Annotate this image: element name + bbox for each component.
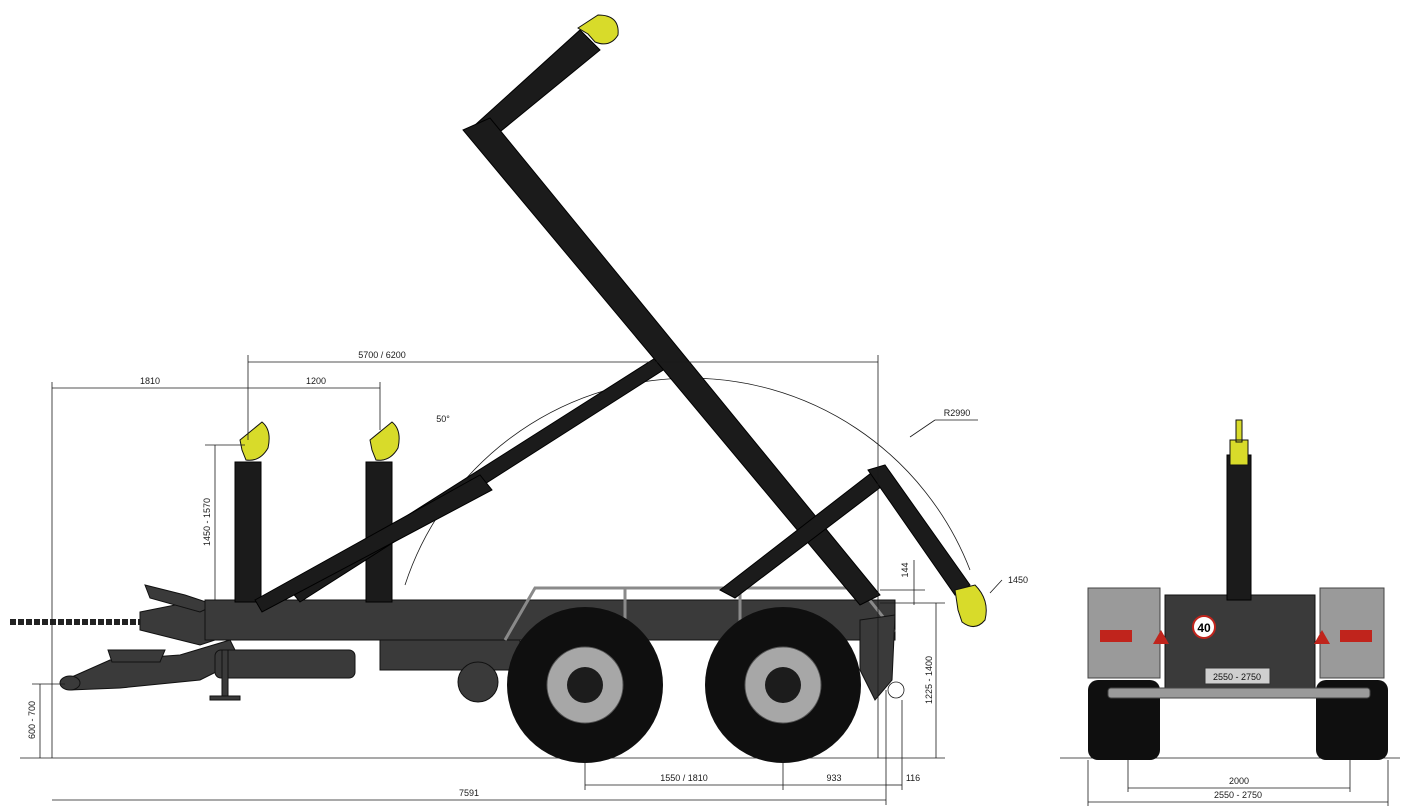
wheel-rear [705,607,861,763]
rear-bracket [859,614,896,701]
drawbar-cylinder [214,649,356,679]
dim-tilt-angle: 50° [436,414,450,424]
trailer-side-view [10,14,987,763]
rear-tire-left [1088,680,1160,760]
dim-hook-height: 1450 - 1570 [202,498,212,546]
drawbar-tray [107,649,166,663]
dim-axle-spacing: 1550 / 1810 [660,773,708,783]
rear-reflector-right [1314,630,1330,644]
tow-eye [59,675,81,691]
main-cylinder-lower [254,474,493,613]
rear-tire-right [1316,680,1388,760]
rear-arm-column [1226,454,1252,601]
dim-frame-height: 1225 - 1400 [924,656,934,704]
hook-arm-lowered-1 [234,421,270,603]
chassis-lower [379,639,521,671]
speed-badge-circle [1192,615,1216,639]
dim-track-width: 2000 [1229,776,1249,786]
hook-arm-rear [719,464,987,627]
dim-rear-hook-height: 1450 [1008,575,1028,585]
dim-hook-to-front: 1810 [140,376,160,386]
plate [1204,667,1271,685]
trailer-rear-view: 40 2550 - 2750 [1087,419,1388,760]
rear-bumper [1107,687,1371,699]
hook-arm-lowered-2 [365,421,400,603]
dim-arm-length: 5700 / 6200 [358,350,406,360]
support-leg [221,649,229,699]
dim-hook-positions: 1200 [306,376,326,386]
speed-badge: 40 [1197,621,1211,635]
rear-arm-hook [1229,419,1249,466]
drawbar [64,639,241,691]
rear-lamp-left [1100,630,1132,642]
pressure-tank [457,661,499,703]
dim-overall-width: 2550 - 2750 [1214,790,1262,800]
rear-lamp-right [1340,630,1372,642]
dim-rear-overhang: 116 [906,773,920,783]
support-foot [209,695,241,701]
wheel-front [507,607,663,763]
dim-clearance: 144 [900,562,910,577]
radius-leader [909,419,936,438]
dim-total-length: 7591 [459,788,479,798]
rear-tow-ring [887,681,905,699]
dim-rear-axle-to-end: 933 [826,773,841,783]
side-rail [503,586,897,641]
hook-arm-raised [462,14,881,606]
leader-rear-hook [989,579,1003,594]
dim-radius: R2990 [944,408,971,418]
plate-text: 2550 - 2750 [1213,672,1261,682]
rear-reflector-left [1153,630,1169,644]
dim-drawbar-height: 600 - 700 [27,701,37,739]
